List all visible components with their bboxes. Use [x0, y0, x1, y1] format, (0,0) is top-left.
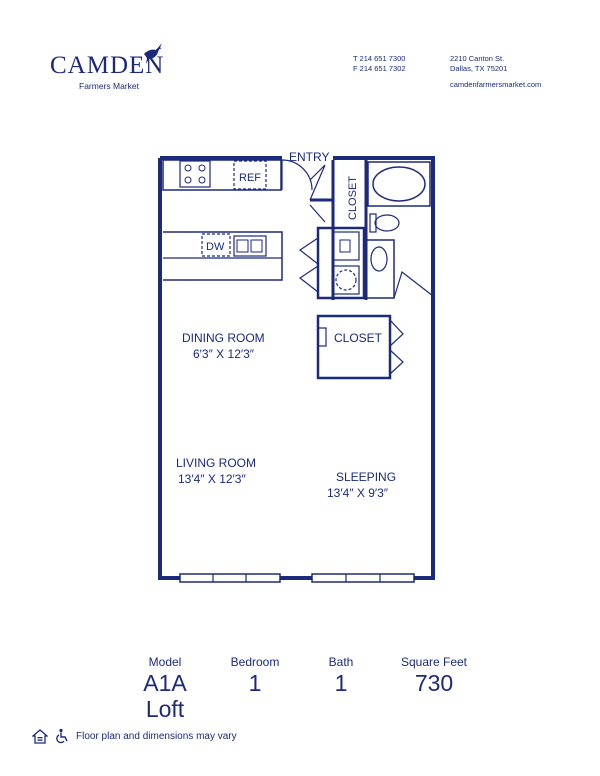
label-living-dims: 13′4″ X 12′3″ [178, 472, 246, 486]
spec-model-value: A1A [143, 670, 187, 696]
label-closet: CLOSET [334, 331, 383, 345]
utility-closet [316, 226, 366, 300]
window-right [311, 573, 415, 583]
window-left [179, 573, 281, 583]
label-closet-vertical: CLOSET [347, 176, 359, 220]
label-sleeping-dims: 13′4″ X 9′3″ [327, 486, 389, 500]
spec-model-sub: Loft [145, 696, 185, 722]
refrigerator [233, 160, 267, 190]
website-link[interactable]: camdenfarmersmarket.com [450, 80, 542, 89]
label-sleeping-name: SLEEPING [336, 470, 396, 484]
spec-bedroom-value: 1 [248, 670, 262, 696]
spec-bedroom-label: Bedroom [230, 655, 280, 669]
address-line-2: Dallas, TX 75201 [450, 64, 508, 73]
bath-sink [370, 246, 388, 272]
disclaimer-text: Floor plan and dimensions may vary [76, 730, 237, 742]
label-dining-name: DINING ROOM [182, 331, 265, 345]
spec-sqft: Square Feet 730 [394, 655, 474, 695]
wheelchair-accessible-icon [56, 728, 68, 744]
spec-model: Model A1A Loft [130, 655, 200, 721]
spec-bath: Bath 1 [306, 655, 376, 695]
outer-wall [158, 156, 435, 580]
label-entry: ENTRY [289, 150, 329, 164]
brand-logo-text: CAMDEN [50, 52, 165, 79]
stove [179, 160, 211, 188]
bathtub [367, 161, 431, 207]
label-ref: REF [239, 172, 261, 184]
footer: Floor plan and dimensions may vary [32, 728, 237, 744]
floor-plan: ENTRY REF DW CLOSET CLOSET DINING ROOM 6… [158, 150, 435, 583]
spec-bath-label: Bath [328, 655, 354, 669]
label-dw: DW [206, 241, 225, 253]
property-name: Farmers Market [79, 81, 139, 91]
spec-bedroom: Bedroom 1 [220, 655, 290, 695]
spec-bath-value: 1 [334, 670, 348, 696]
address-block: 2210 Canton St. Dallas, TX 75201 [450, 54, 507, 74]
phone-block: T 214 651 7300 F 214 651 7302 [353, 54, 406, 74]
fax-number: F 214 651 7302 [353, 64, 406, 73]
address-line-1: 2210 Canton St. [450, 54, 505, 63]
phone-number: T 214 651 7300 [353, 54, 406, 63]
spec-sqft-label: Square Feet [400, 655, 468, 669]
label-living-name: LIVING ROOM [176, 456, 256, 470]
kitchen-sink [233, 235, 267, 257]
toilet [374, 214, 400, 232]
spec-sqft-value: 730 [414, 670, 454, 696]
label-dining-dims: 6′3″ X 12′3″ [193, 347, 255, 361]
spec-model-label: Model [148, 655, 182, 669]
hummingbird-icon [144, 43, 162, 64]
entry-door [281, 159, 313, 191]
closet [316, 314, 392, 380]
equal-housing-icon [32, 729, 48, 744]
